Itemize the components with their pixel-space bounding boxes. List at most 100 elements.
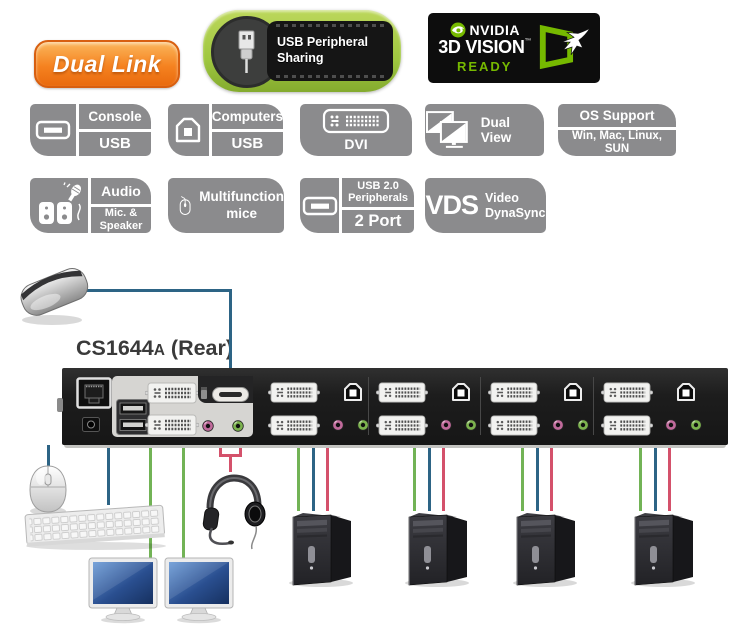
pc1-usb-b-port [342,381,364,403]
video-dynasync-badge: VDS Video DynaSync [425,178,546,233]
audio-cable-left [219,445,222,456]
console-port-section [112,376,253,437]
nvidia-ready-status: READY [456,59,513,75]
usb-sharing-line1: USB Peripheral [277,35,369,50]
mice-line2: mice [226,205,258,221]
computer-tower-4 [626,508,704,588]
nvidia-product-text: 3D VISION [438,36,525,57]
pc4-usb-cable [654,447,657,511]
computer-tower-1 [284,508,362,588]
dvi-badge-label: DVI [344,136,368,152]
computers-badge-subtitle: USB [211,131,283,156]
console-badge-title: Console [79,104,151,129]
audio-cable-right [239,445,242,456]
dvi-connector-icon [322,108,390,134]
usb-peripherals-badge: USB 2.0 Peripherals 2 Port [300,178,414,233]
mouse [29,465,67,515]
pc4-dvi-port-2 [601,415,653,436]
device-model-label: CS1644A(Rear) [76,336,233,361]
3d-vision-jet-icon [540,24,591,70]
speakers-mic-icon [30,178,88,233]
pc3-usb-cable [536,447,539,511]
console-dvi-port-1 [145,382,199,404]
trademark-symbol: ™ [524,37,532,45]
computer-port-group-3 [480,368,590,445]
pc3-audio-cable [550,447,553,511]
computer-tower-3 [508,508,586,588]
group-divider [480,377,481,435]
usb-peripheral-port [212,387,249,402]
usb-peripheral-port-area [198,376,253,403]
os-support-list: Win, Mac, Linux, SUN [558,129,676,156]
computers-badge-title: Computers [211,104,283,129]
console-mic-jack [202,420,214,432]
usb-peripheral-device [20,268,89,325]
headset-cable [229,454,232,472]
computers-usb-badge: Computers USB [168,104,283,156]
nvidia-brand: NVIDIA [469,21,520,38]
pc2-dvi-port-1 [376,382,428,403]
usb-peripheral-sharing-badge: USB Peripheral Sharing [203,10,401,92]
mice-line1: Multifunction [199,189,284,205]
os-support-title: OS Support [558,104,676,127]
headset [202,474,266,550]
pc2-mic-jack [440,419,452,431]
pc1-mic-jack [332,419,344,431]
pc3-speaker-jack [577,419,589,431]
mouse-cable [47,445,50,467]
usb-sharing-text-pill: USB Peripheral Sharing [267,21,393,81]
pc4-usb-b-port [675,381,697,403]
pc3-dvi-port-1 [488,382,540,403]
dual-monitor-icon [425,111,468,148]
nvidia-3d-vision-badge: NVIDIA 3D VISION™ READY [428,13,600,83]
pc3-dvi-port-2 [488,415,540,436]
computer-port-group-1 [260,368,370,445]
rj45-port [76,377,112,409]
pc1-dvi-port-2 [268,415,320,436]
decorative-ticks-bottom [275,75,385,78]
usb-peripherals-subtitle: 2 Port [342,209,414,233]
usb-device-cable-drop [229,289,232,371]
pc1-audio-cable [326,447,329,511]
dual-view-badge: Dual View [425,104,544,156]
pc2-usb-cable [428,447,431,511]
pc3-mic-jack [552,419,564,431]
console-dvi-port-2 [145,414,199,436]
nvidia-product: 3D VISION™ [438,36,532,58]
pc4-audio-cable [668,447,671,511]
pc2-audio-cable [442,447,445,511]
view-label: (Rear) [170,336,234,360]
console-badge-subtitle: USB [79,131,151,156]
pc4-video-cable [639,447,642,511]
group-divider [368,377,369,435]
vds-line1: Video [485,191,519,206]
usb-sharing-label: USB Peripheral Sharing [267,35,393,66]
vds-line2: DynaSync [485,205,546,220]
group-divider [593,377,594,435]
computer-port-group-4 [593,368,703,445]
pc2-dvi-port-2 [376,415,428,436]
pc1-dvi-port-1 [268,382,320,403]
pc3-usb-b-port [562,381,584,403]
usb-peripherals-title: USB 2.0 Peripherals [342,178,414,207]
keyboard [24,504,166,550]
monitor-2 [160,556,238,624]
pc1-usb-cable [312,447,315,511]
pc4-dvi-port-1 [601,382,653,403]
pc2-speaker-jack [465,419,477,431]
multifunction-mice-label: Multifunction mice [199,189,284,221]
console-speaker-jack [232,420,244,432]
pc4-mic-jack [665,419,677,431]
usb-sharing-line2: Sharing [277,51,324,65]
console-usb-ports [116,399,150,435]
usb-device-cable [80,289,232,292]
audio-badge-subtitle: Mic. & Speaker [91,207,151,233]
computer-port-group-2 [368,368,478,445]
model-suffix: A [153,342,165,359]
dc-power-jack [82,417,100,432]
keyboard-cable [107,445,110,505]
monitor-1 [84,556,162,624]
nvidia-text-block: NVIDIA 3D VISION™ READY [434,22,535,75]
audio-badge-title: Audio [91,178,151,204]
dual-link-label: Dual Link [52,50,161,77]
